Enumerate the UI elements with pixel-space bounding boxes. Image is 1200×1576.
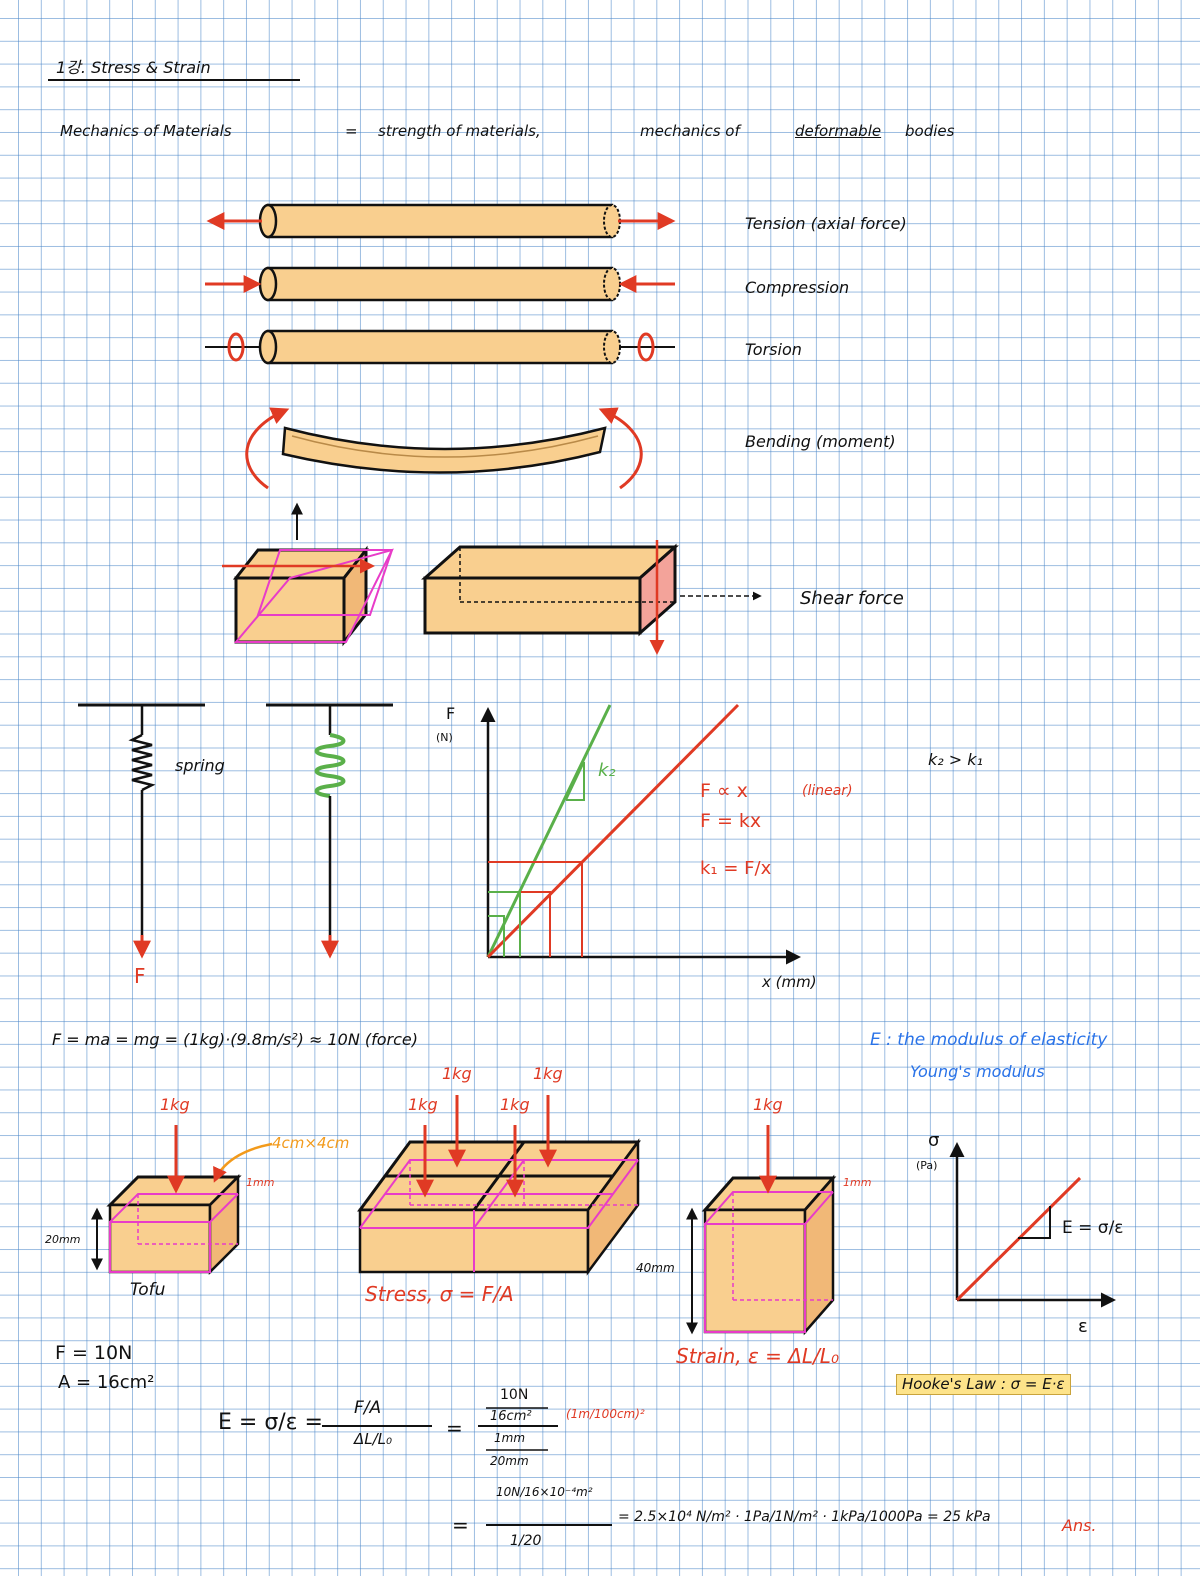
calc-equals-1: = <box>446 1416 463 1440</box>
graph-y-label: F <box>446 704 456 723</box>
force-calculation: F = ma = mg = (1kg)·(9.8m/s²) ≈ 10N (for… <box>52 1030 419 1049</box>
strain-block-deformation: 1mm <box>843 1176 872 1189</box>
k2-label: k₂ <box>598 760 616 781</box>
calc-line2-den: 1/20 <box>510 1533 542 1549</box>
ss-graph-x-label: ε <box>1078 1316 1088 1337</box>
intro-alt2-pre: mechanics of <box>640 122 740 140</box>
bending-label: Bending (moment) <box>745 432 896 451</box>
calc-result: = 2.5×10⁴ N/m² · 1Pa/1N/m² · 1kPa/1000Pa… <box>618 1509 991 1525</box>
hookes-law-box: Hooke's Law : σ = E·ε <box>896 1374 1071 1395</box>
ss-graph-y-unit: (Pa) <box>916 1159 938 1172</box>
spring-2 <box>266 703 393 959</box>
linear-note: (linear) <box>802 783 853 799</box>
spring-1 <box>78 703 205 959</box>
stress-block <box>357 1095 641 1276</box>
tofu-area-note: 4cm×4cm <box>272 1134 350 1152</box>
calc-line2-num: 10N/16×10⁻⁴m² <box>496 1485 593 1499</box>
calc-dl: ΔL/L₀ <box>354 1430 393 1448</box>
ss-graph-slope-label: E = σ/ε <box>1062 1218 1124 1238</box>
tension-rod <box>206 203 676 239</box>
tofu-label: Tofu <box>130 1280 166 1300</box>
calc-fraction-bars <box>322 1407 612 1526</box>
compression-label: Compression <box>745 278 850 297</box>
tofu-weight: 1kg <box>160 1095 190 1114</box>
strain-block-weight: 1kg <box>753 1095 783 1114</box>
torsion-label: Torsion <box>745 340 802 359</box>
answer-label: Ans. <box>1062 1516 1097 1535</box>
calc-fa: F/A <box>354 1398 382 1418</box>
graph-x-label: x (mm) <box>762 973 817 991</box>
ss-graph-y-label: σ <box>928 1130 940 1151</box>
shear-force-label: Shear force <box>800 588 904 609</box>
proportional-eq: F ∝ x <box>700 780 748 802</box>
spring-label: spring <box>175 756 225 775</box>
tofu-block <box>91 1125 273 1276</box>
intro-equals: = <box>345 122 358 140</box>
intro-underlined-term: deformable <box>795 122 882 140</box>
shear-cube <box>222 545 394 647</box>
calc-num-top: 10N <box>500 1387 529 1403</box>
given-force: F = 10N <box>55 1342 133 1364</box>
bending-beam <box>245 407 643 540</box>
calc-unit-conversion: (1m/100cm)² <box>566 1407 645 1421</box>
stress-definition: Stress, σ = F/A <box>365 1282 514 1306</box>
stress-weight-2: 1kg <box>533 1064 563 1083</box>
calc-den-bottom: 20mm <box>490 1454 529 1468</box>
graph-y-unit: (N) <box>436 731 453 744</box>
strain-block <box>686 1125 837 1336</box>
hooke-spring-eq: F = kx <box>700 810 762 832</box>
intro-alt1: strength of materials, <box>378 122 541 140</box>
torsion-rod <box>205 329 675 365</box>
given-area: A = 16cm² <box>58 1372 155 1393</box>
tension-label: Tension (axial force) <box>745 214 907 233</box>
k1-eq: k₁ = F/x <box>700 858 772 879</box>
intro-subject: Mechanics of Materials <box>60 122 232 140</box>
calc-e-definition: E = σ/ε = <box>218 1410 323 1435</box>
stress-weight-3: 1kg <box>408 1095 438 1114</box>
tofu-deformation: 1mm <box>246 1176 275 1189</box>
stiffness-comparison: k₂ > k₁ <box>928 750 983 769</box>
compression-rod <box>205 266 675 302</box>
intro-alt2-post: bodies <box>905 122 955 140</box>
youngs-modulus-label: Young's modulus <box>910 1062 1045 1081</box>
spring-force-label: F <box>134 964 146 988</box>
calc-equals-2: = <box>452 1513 469 1537</box>
stress-strain-graph <box>949 1142 1116 1308</box>
stress-weight-4: 1kg <box>500 1095 530 1114</box>
page-title: 1강. Stress & Strain <box>56 58 211 77</box>
tofu-height: 20mm <box>45 1233 81 1246</box>
calc-den-top: 1mm <box>494 1431 526 1445</box>
strain-definition: Strain, ε = ΔL/L₀ <box>676 1344 839 1368</box>
stress-weight-1: 1kg <box>442 1064 472 1083</box>
calc-num-bottom: 16cm² <box>490 1409 532 1424</box>
modulus-definition: E : the modulus of elasticity <box>870 1030 1108 1050</box>
force-displacement-graph <box>480 703 801 965</box>
shear-beam <box>421 540 762 655</box>
strain-block-height: 40mm <box>636 1261 675 1275</box>
